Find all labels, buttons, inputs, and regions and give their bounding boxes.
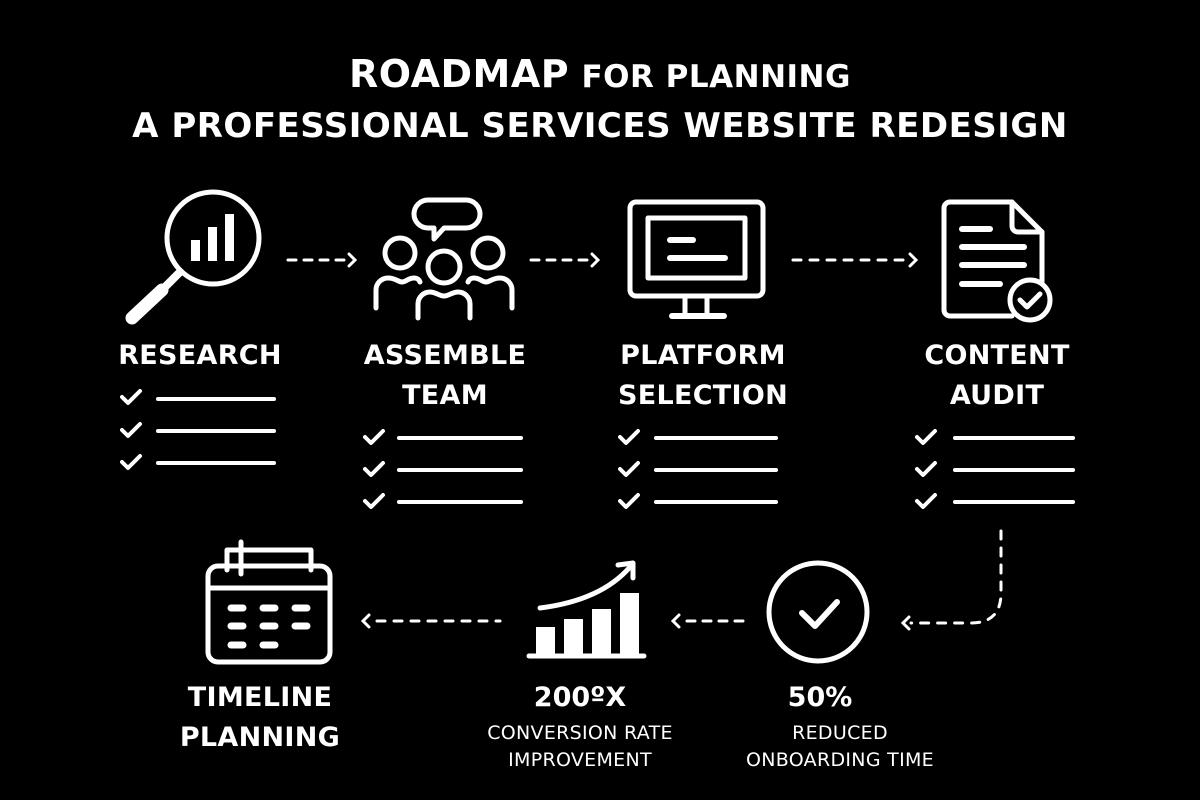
step-label-content-audit: CONTENT AUDIT	[924, 340, 1070, 411]
arrow-right-icon	[529, 252, 601, 268]
growth-chart-icon	[526, 560, 647, 659]
magnifier-bar-chart-icon	[125, 189, 262, 325]
arrow-right-icon	[791, 252, 919, 268]
step-label-timeline-planning: TIMELINE PLANNING	[179, 682, 341, 753]
arrow-right-icon	[286, 252, 358, 268]
step-label-platform-selection: PLATFORM SELECTION	[617, 340, 789, 411]
checklist-platform-selection	[618, 429, 778, 509]
checklist-content-audit	[915, 429, 1075, 509]
step-label-research: RESEARCH	[118, 340, 282, 371]
checklist-assemble-team	[363, 429, 523, 509]
page-title-line2: A PROFESSIONAL SERVICES WEBSITE REDESIGN	[132, 106, 1068, 146]
document-check-icon	[941, 199, 1053, 323]
metric-label-onboarding: REDUCED ONBOARDING TIME	[745, 722, 934, 771]
arrow-elbow-icon	[900, 529, 1003, 631]
step-label-assemble-team: ASSEMBLE TEAM	[363, 340, 527, 411]
page-title-line1: ROADMAP FOR PLANNING	[0, 52, 1200, 96]
title-emphasis: ROADMAP	[349, 52, 570, 96]
metric-value-onboarding: 50%	[787, 682, 853, 713]
metric-value-conversion: 200ºX	[533, 682, 627, 713]
title-rest: FOR PLANNING	[581, 59, 851, 95]
calendar-icon	[205, 539, 333, 665]
arrow-left-icon	[360, 613, 502, 629]
arrow-left-icon	[670, 613, 749, 629]
team-chat-icon	[373, 197, 515, 321]
checklist-research	[120, 389, 276, 470]
monitor-icon	[627, 199, 766, 319]
metric-label-conversion: CONVERSION RATE IMPROVEMENT	[487, 722, 673, 771]
check-circle-icon	[766, 560, 870, 664]
